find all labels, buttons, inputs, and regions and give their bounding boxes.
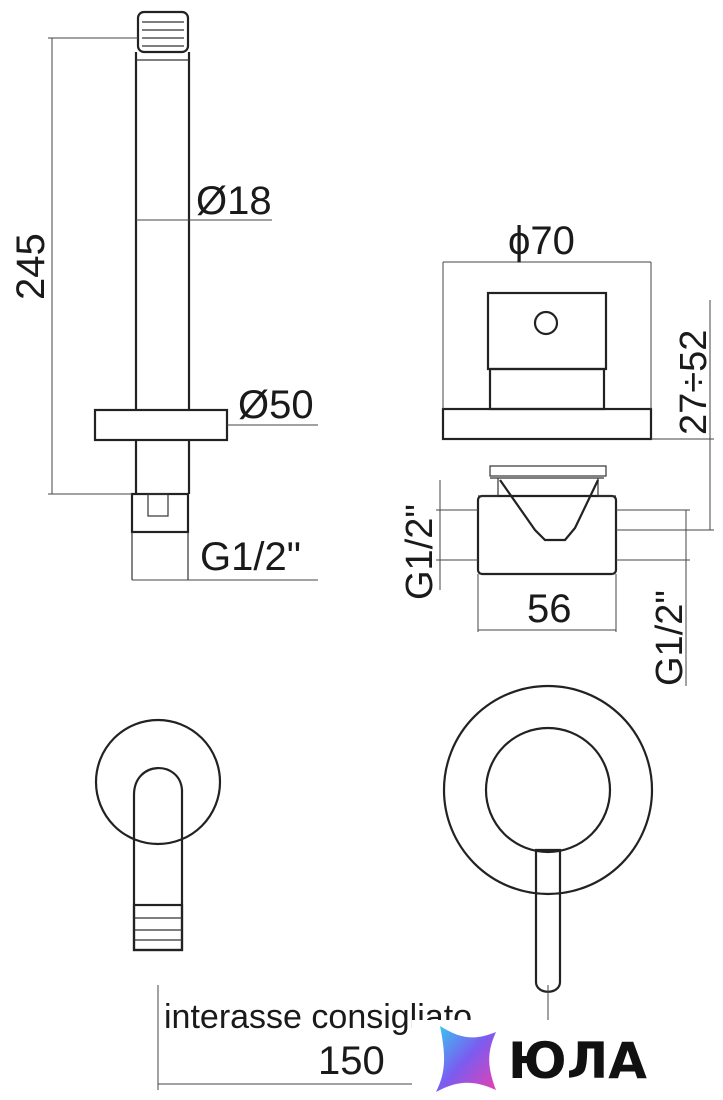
spout-tube: [134, 52, 191, 494]
mixer-handle: [486, 291, 608, 371]
dim-depth-range-label: 27÷52: [673, 330, 715, 435]
dimension-tube-diameter: Ø18: [136, 179, 272, 223]
logo-text: ЮЛА: [508, 1032, 647, 1090]
dim-body-width-label: 56: [527, 587, 572, 631]
mixer-valve-body: [476, 465, 618, 576]
mixer-cartridge-nut: [488, 367, 606, 411]
dimension-245: 245: [9, 37, 138, 495]
dim-thread-right-label: G1/2": [649, 590, 691, 686]
spout-front: [94, 718, 222, 952]
spout-aerator: [136, 10, 190, 54]
yula-logo: ЮЛА: [412, 1020, 723, 1100]
dim-thread-label: G1/2": [200, 535, 301, 579]
dimension-mixer-plate-diameter: ϕ70: [442, 219, 652, 409]
center-distance-label: 150: [318, 1039, 385, 1083]
dimension-plate-diameter: Ø50: [227, 383, 318, 427]
logo-star-icon: [436, 1026, 496, 1092]
dimension-body-width: 56: [477, 574, 617, 632]
dimension-thread-left: G1/2": [399, 480, 478, 600]
spout-side-view: 245 Ø18 Ø50 G1/2": [9, 10, 318, 581]
dim-plate-diameter-label: Ø50: [238, 383, 314, 427]
dim-tube-diameter-label: Ø18: [196, 179, 272, 223]
mixer-wall-plate: [441, 407, 653, 441]
spout-connector: [130, 492, 190, 580]
spout-wall-plate: [93, 408, 229, 442]
dim-height-label: 245: [9, 233, 53, 300]
mixer-side-view: ϕ70 27÷52 G1/2" 56 G1/2": [399, 219, 715, 686]
dimension-depth-range: 27÷52: [616, 300, 715, 531]
dimension-thread: G1/2": [132, 535, 318, 581]
dim-mixer-plate-diameter-label: ϕ70: [508, 219, 575, 263]
dimension-thread-right: G1/2": [616, 509, 691, 686]
dim-thread-left-label: G1/2": [399, 504, 441, 600]
mixer-front: [442, 684, 654, 993]
